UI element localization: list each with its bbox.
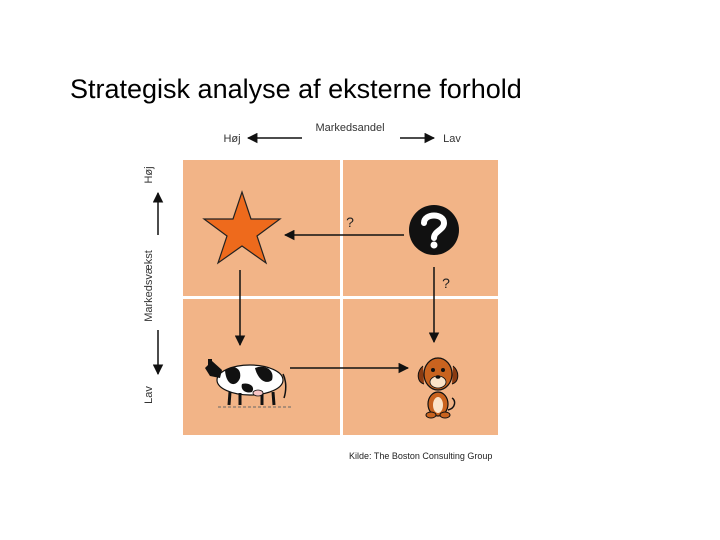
y-axis-high-label: Høj [143, 166, 155, 183]
star-icon [202, 190, 282, 265]
y-axis-label: Markedsvækst [143, 250, 155, 322]
y-axis-low-label: Lav [143, 386, 155, 404]
x-axis-label: Markedsandel [315, 122, 384, 134]
question-label-right: ? [442, 275, 450, 291]
quadrant-bottom-right [343, 299, 498, 435]
dog-icon [417, 357, 459, 419]
page-title: Strategisk analyse af eksterne forhold [70, 74, 522, 104]
x-axis-high-label: Høj [223, 133, 240, 145]
x-axis-low-label: Lav [443, 133, 461, 145]
question-label-top: ? [346, 214, 354, 230]
cow-icon [205, 359, 292, 408]
question-mark-icon [409, 205, 459, 255]
source-caption: Kilde: The Boston Consulting Group [349, 451, 493, 461]
